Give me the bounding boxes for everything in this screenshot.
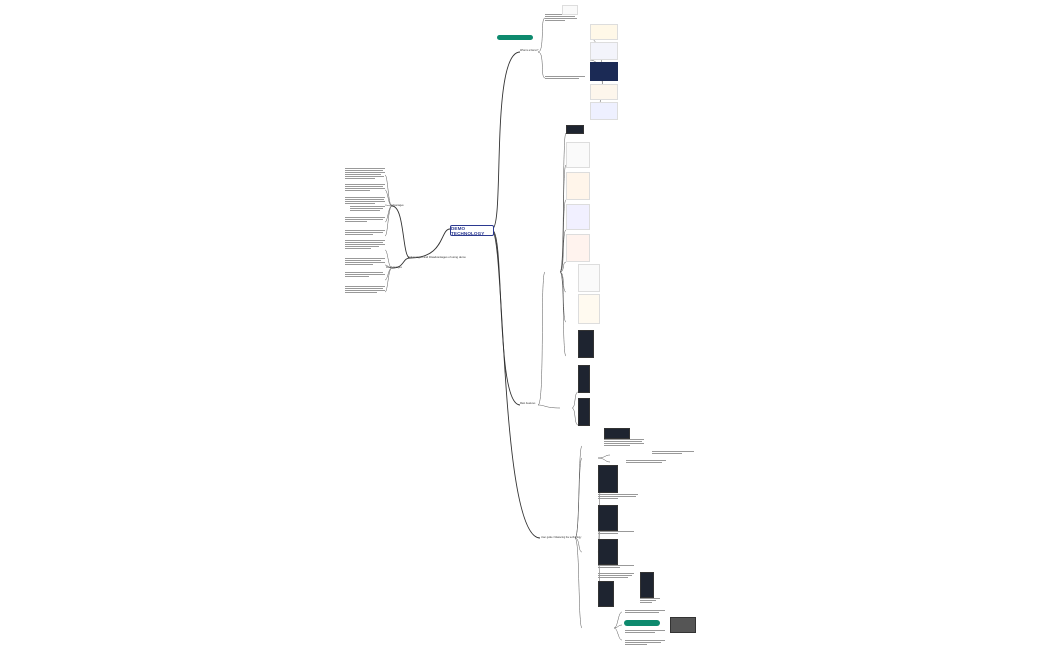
- feature-image-9: [578, 365, 590, 393]
- guide-image-5: [598, 581, 614, 607]
- guide-image-1: [604, 428, 630, 439]
- advantages-node[interactable]: Advantages: [391, 204, 404, 207]
- demo-type-image-2: [590, 42, 618, 60]
- root-node[interactable]: DEMO TECHNOLOGY: [450, 225, 494, 236]
- main-features-node[interactable]: Main Features: [520, 402, 536, 405]
- feature-image-10: [578, 398, 590, 426]
- disadvantages-node[interactable]: Disadvantages: [386, 266, 402, 269]
- guide-image-7: [670, 617, 696, 633]
- feature-image-1: [566, 125, 584, 134]
- demo-type-image-5: [590, 102, 618, 120]
- feature-image-4: [566, 204, 590, 230]
- user-guide-pill[interactable]: [624, 620, 660, 626]
- feature-image-3: [566, 172, 590, 200]
- demo-type-image-3: [590, 62, 618, 81]
- demo-type-image-4: [590, 84, 618, 100]
- guide-image-2: [598, 465, 618, 493]
- demo-type-image-1: [590, 24, 618, 40]
- guide-image-4: [598, 539, 618, 565]
- feature-image-7: [578, 294, 600, 324]
- advantages-disadvantages-node[interactable]: Advantages and Disadvantages of using de…: [408, 255, 466, 259]
- guide-image-6: [640, 572, 654, 598]
- what-is-a-demo-node[interactable]: What is a Demo?: [520, 49, 539, 52]
- guide-image-3: [598, 505, 618, 531]
- feature-image-6: [578, 264, 600, 292]
- demo-definition-image: [562, 5, 578, 15]
- feature-image-5: [566, 234, 590, 262]
- feature-image-8: [578, 330, 594, 358]
- user-guide-node[interactable]: User guide / Mastering the technology: [541, 536, 582, 539]
- feature-image-2: [566, 142, 590, 168]
- what-is-demo-pill[interactable]: [497, 35, 533, 40]
